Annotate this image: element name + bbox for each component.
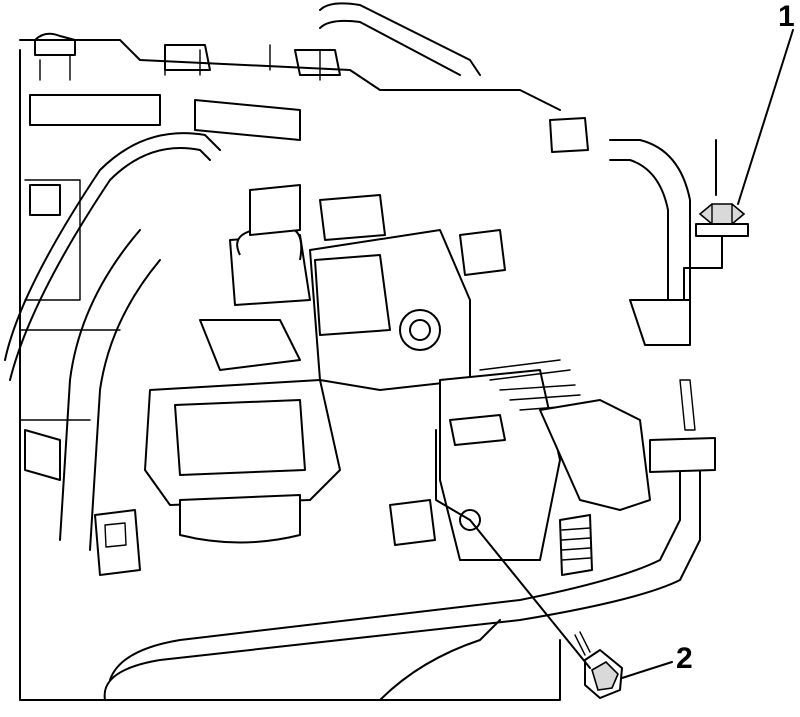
engine-block — [19, 32, 561, 701]
leader-line-1 — [737, 29, 794, 205]
leader-lines — [469, 29, 794, 679]
fuel-pump-assembly — [144, 184, 471, 544]
hoses — [4, 2, 701, 701]
oil-cooler — [439, 359, 651, 576]
leader-line-2b — [621, 661, 673, 679]
bolt-fastener — [435, 429, 623, 699]
callout-1: 1 — [778, 0, 795, 33]
callout-2: 2 — [676, 642, 693, 675]
leader-line-2 — [469, 519, 591, 669]
flange-nut-fastener — [683, 139, 749, 301]
connectors — [94, 117, 716, 576]
